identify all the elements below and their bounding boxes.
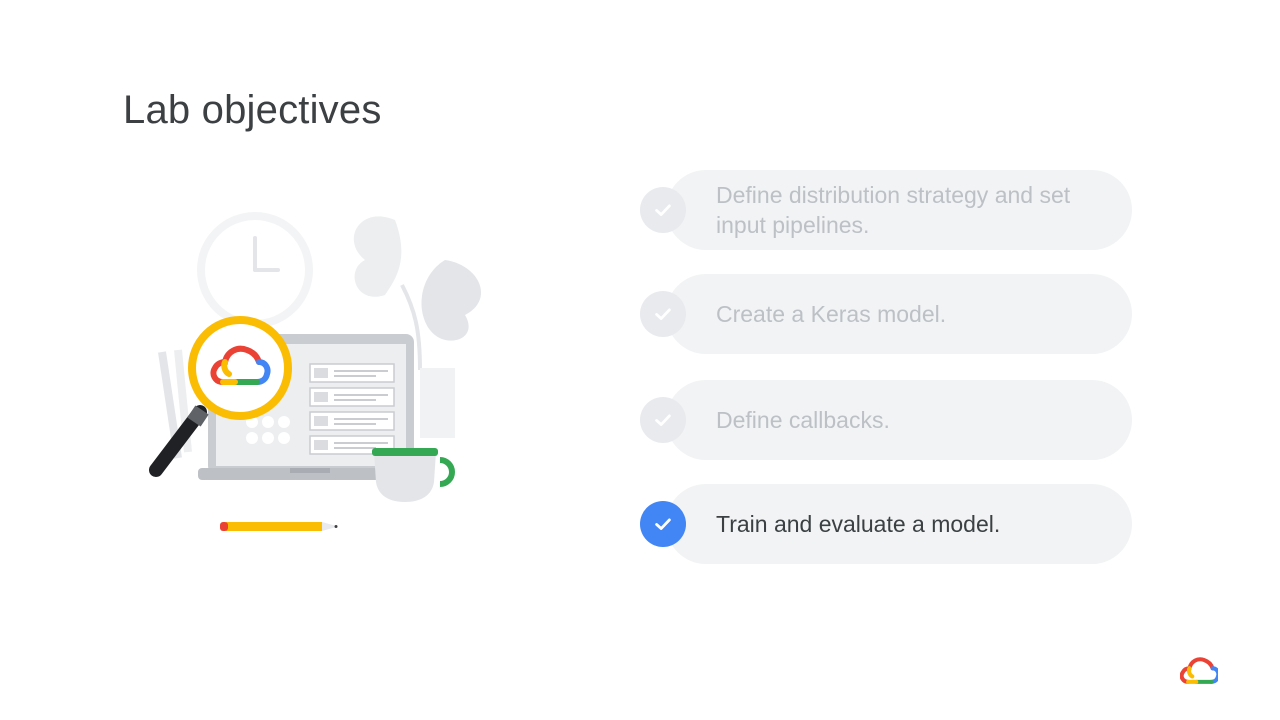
objective-label: Train and evaluate a model.: [716, 511, 1001, 537]
objective-item: Define distribution strategy and set inp…: [640, 170, 1132, 250]
plant-icon: [353, 216, 482, 371]
objective-label: Define distribution strategy and set inp…: [716, 182, 1071, 238]
objective-pill: [666, 274, 1132, 354]
mug-icon: [372, 448, 455, 502]
objective-item: Create a Keras model.: [640, 274, 1132, 354]
objective-pill: [666, 170, 1132, 250]
clock-icon: [197, 212, 313, 328]
checkmark-icon: [640, 291, 686, 337]
pot-shape: [420, 368, 455, 438]
checkmark-icon: [640, 501, 686, 547]
slide-title: Lab objectives: [123, 88, 382, 132]
objective-pill: [666, 484, 1132, 564]
objective-label: Define callbacks.: [716, 407, 890, 433]
objective-item: Define callbacks.: [640, 380, 1132, 460]
objective-label: Create a Keras model.: [716, 301, 947, 327]
lab-illustration: [149, 212, 482, 531]
objective-item: Train and evaluate a model.: [640, 484, 1132, 564]
checkmark-icon: [640, 397, 686, 443]
magnifier-icon: [149, 316, 292, 477]
google-cloud-logo: [1180, 657, 1218, 684]
pencil-icon: [220, 522, 338, 531]
google-cloud-logo: [210, 345, 271, 385]
checkmark-icon: [640, 187, 686, 233]
objective-pill: [666, 380, 1132, 460]
